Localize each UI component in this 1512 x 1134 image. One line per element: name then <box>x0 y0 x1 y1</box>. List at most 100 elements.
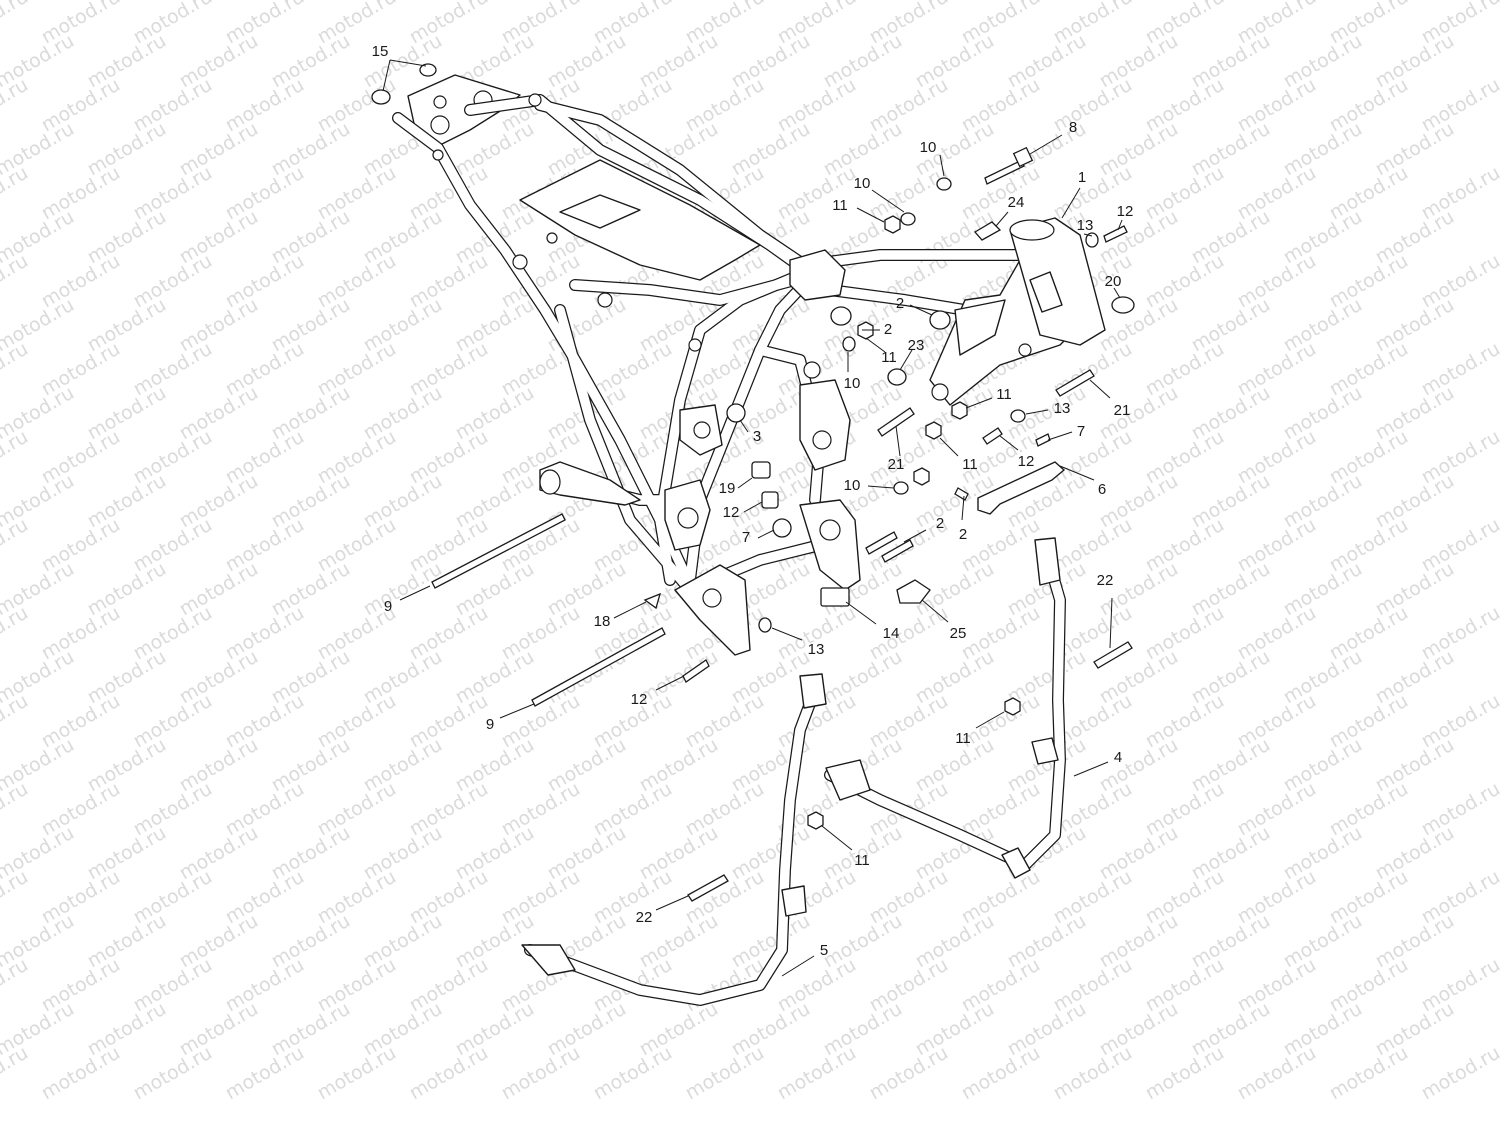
clamp <box>820 587 850 607</box>
steering-head-bore <box>1009 219 1055 241</box>
lower-frame-rail-left <box>521 673 827 1006</box>
callout-12: 12 <box>1117 203 1134 220</box>
watermark-text: motod.ru <box>222 1042 308 1105</box>
watermark-text: motod.ru <box>0 250 32 313</box>
watermark-text: motod.ru <box>1418 1042 1504 1105</box>
crossmember-end <box>539 469 561 495</box>
callout-22: 22 <box>636 909 653 926</box>
callout-12: 12 <box>631 691 648 708</box>
plate-hole <box>433 95 447 109</box>
rail-top-bracket <box>1034 537 1061 586</box>
plate-hole <box>430 115 450 135</box>
frame-tab <box>597 292 613 308</box>
steering-head-tube <box>1009 217 1106 346</box>
watermark-text: motod.ru <box>0 0 32 48</box>
watermark-text: motod.ru <box>0 426 32 489</box>
callout-24: 24 <box>1008 194 1025 211</box>
grommet <box>371 89 391 105</box>
callout-23: 23 <box>908 337 925 354</box>
watermark-text: motod.ru <box>0 338 32 401</box>
callout-20: 20 <box>1105 273 1122 290</box>
callout-12: 2 <box>936 515 944 532</box>
watermark-text: motod.ru <box>130 1042 216 1105</box>
callout-21: 21 <box>888 456 905 473</box>
bolt <box>1093 641 1133 669</box>
bracket <box>977 461 1065 515</box>
mount-hole <box>677 507 699 529</box>
bolt <box>881 539 914 563</box>
flange-nut <box>1085 232 1099 248</box>
gusset-brace <box>954 299 1006 356</box>
lower-frame-rail-right <box>824 537 1066 879</box>
gusset-hole <box>931 383 949 401</box>
callout-14: 14 <box>883 625 900 642</box>
washer <box>842 336 856 352</box>
callout-13: 13 <box>808 641 825 658</box>
rail-tab <box>1031 737 1059 765</box>
frame-tab <box>528 93 542 107</box>
watermark-text: motod.ru <box>0 778 32 841</box>
callout-12: 12 <box>1018 453 1035 470</box>
leader-lines <box>382 59 1123 977</box>
mount-hole <box>812 430 832 450</box>
frame-tab <box>512 254 528 270</box>
watermark-text: motod.ru <box>866 1042 952 1105</box>
long-bolt <box>1055 369 1095 397</box>
callout-18: 18 <box>594 613 611 630</box>
clip <box>973 221 1002 241</box>
frame-tab <box>546 232 558 244</box>
plug <box>643 592 661 610</box>
frame-tab <box>688 338 702 352</box>
bush <box>830 306 852 326</box>
battery-tray <box>519 159 761 281</box>
bush <box>726 403 746 423</box>
gusset-hole <box>1018 343 1032 357</box>
callout-5: 5 <box>820 942 828 959</box>
watermark-text: motod.ru <box>314 1042 400 1105</box>
callout-2: 3 <box>753 428 761 445</box>
nut <box>951 401 968 420</box>
watermark-text: motod.ru <box>958 1042 1044 1105</box>
bolt <box>682 659 710 683</box>
callout-9: 9 <box>384 598 392 615</box>
callout-7: 7 <box>1077 423 1085 440</box>
callout-22: 22 <box>1097 572 1114 589</box>
nut <box>913 467 930 486</box>
callout-9: 9 <box>486 716 494 733</box>
watermark-text: motod.ru <box>0 602 32 665</box>
callout-19: 12 <box>723 504 740 521</box>
steering-head-slot <box>1029 271 1063 313</box>
watermark-text: motod.ru <box>590 1042 676 1105</box>
rail-top-bracket <box>799 673 827 709</box>
callout-11: 11 <box>832 197 848 214</box>
rail-end-plate <box>825 759 871 801</box>
washer <box>936 177 952 191</box>
bolt <box>984 159 1025 185</box>
callout-8: 8 <box>1069 119 1077 136</box>
bolt-head <box>1012 146 1034 168</box>
nut <box>925 421 942 440</box>
watermark-text: motod.ru <box>38 1042 124 1105</box>
watermark-text: motod.ru <box>0 74 32 137</box>
screw <box>1035 433 1051 447</box>
mount-hole <box>693 421 711 439</box>
through-bolt <box>431 513 566 589</box>
nut <box>884 215 901 234</box>
flange-nut <box>1010 409 1026 423</box>
engine-mount-plate <box>799 379 851 471</box>
cap <box>887 368 907 386</box>
pivot-hole <box>702 588 722 608</box>
cover <box>896 579 931 604</box>
callout-10: 10 <box>854 175 871 192</box>
watermark-text: motod.ru <box>1326 1042 1412 1105</box>
rail-tab <box>781 885 807 917</box>
callout-25: 25 <box>950 625 967 642</box>
watermark-text: motod.ru <box>0 514 32 577</box>
grommet <box>419 63 437 77</box>
nut <box>807 811 824 830</box>
watermark-text: motod.ru <box>0 954 32 1017</box>
watermark-text: motod.ru <box>1142 1042 1228 1105</box>
watermark-text: motod.ru <box>0 690 32 753</box>
